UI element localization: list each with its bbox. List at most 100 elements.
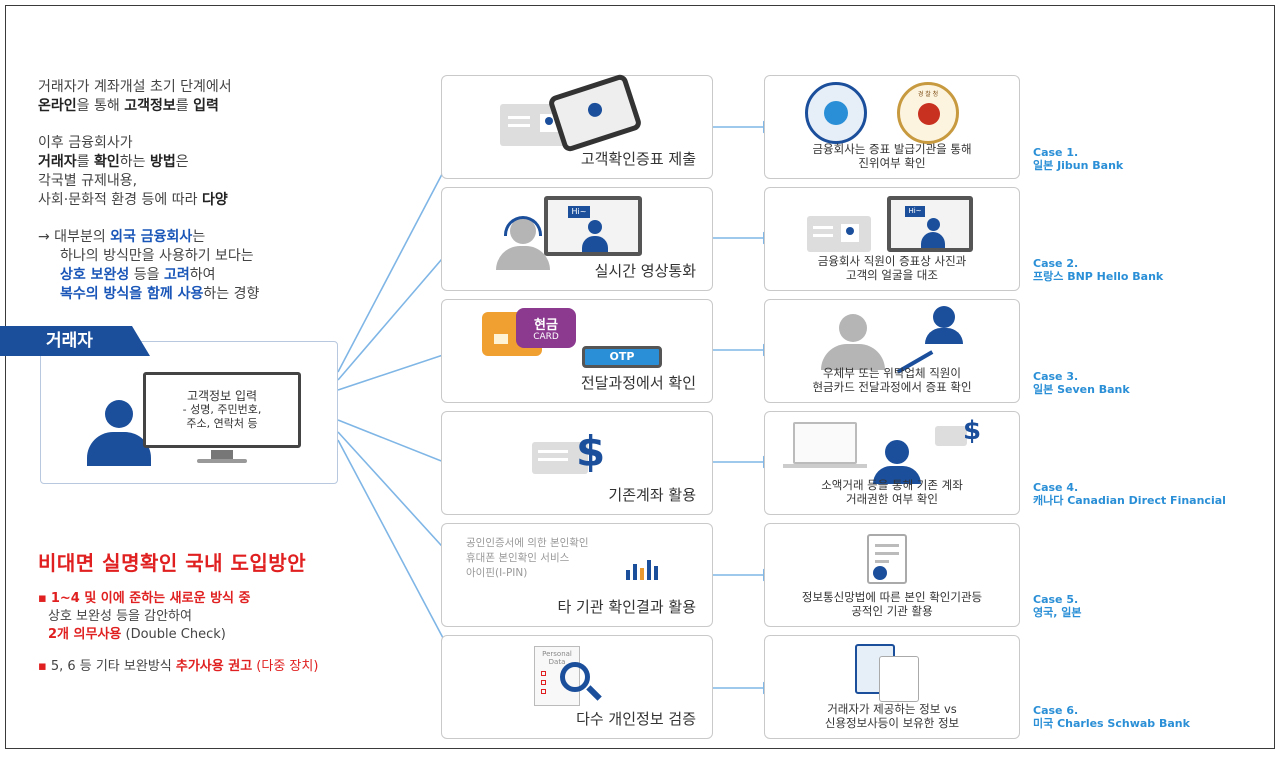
- card-label-icon: 현금 CARD: [516, 308, 576, 348]
- intro-bold: 온라인: [38, 98, 77, 114]
- institution-item: 아이핀(I-PIN): [466, 567, 528, 579]
- card-text: CARD: [533, 332, 559, 342]
- plan-list: ▪1~4 및 이에 준하는 새로운 방식 중 상호 보완성 등을 감안하여 2개…: [38, 590, 438, 690]
- method-card-other-institution: 공인인증서에 의한 본인확인 휴대폰 본인확인 서비스 아이핀(I-PIN) 타…: [441, 523, 713, 627]
- dollar-icon: $: [576, 427, 606, 476]
- intro-text-span: → 대부분의: [38, 229, 111, 245]
- monitor-line: - 성명, 주민번호,: [182, 403, 262, 416]
- case-card-3: 우체부 또는 위탁업체 직원이 현금카드 전달과정에서 증표 확인: [764, 299, 1020, 403]
- method-label: 고객확인증표 제출: [580, 150, 696, 168]
- user-icon: [885, 440, 909, 464]
- intro-text-span: 는: [192, 229, 206, 245]
- institution-item: 공인인증서에 의한 본인확인: [466, 537, 589, 549]
- laptop-icon: [793, 422, 857, 464]
- case-desc-line: 공적인 기관 활용: [851, 604, 933, 618]
- method-label: 다수 개인정보 검증: [576, 710, 696, 728]
- method-label: 실시간 영상통화: [594, 262, 696, 280]
- plan-title: 비대면 실명확인 국내 도입방안: [38, 551, 307, 575]
- card-text: 현금: [534, 318, 558, 333]
- fan-line-2: [337, 236, 462, 381]
- customer-icon: [933, 306, 955, 328]
- method-card-delivery: 현금 CARD OTP 전달과정에서 확인: [441, 299, 713, 403]
- plan-item-2: ▪5, 6 등 기타 보완방식 추가사용 권고 (다중 장치): [38, 658, 438, 676]
- intro-highlight: 외국 금융회사: [110, 229, 193, 245]
- customer-body-icon: [925, 328, 963, 344]
- case-number: Case 5.: [1033, 593, 1079, 606]
- case-desc-line: 신용정보사등이 보유한 정보: [824, 716, 960, 730]
- case-number: Case 2.: [1033, 257, 1079, 270]
- plan-line: 2개 의무사용 (Double Check): [38, 626, 438, 644]
- case-number: Case 4.: [1033, 481, 1079, 494]
- case-desc: 금융회사 직원이 증표상 사진과 고객의 얼굴을 대조: [765, 254, 1019, 282]
- case-name: 미국 Charles Schwab Bank: [1033, 717, 1190, 730]
- case-desc: 거래자가 제공하는 정보 vs 신용정보사등이 보유한 정보: [765, 702, 1019, 730]
- certificate-icon: [867, 534, 907, 584]
- intro-text-span: 은: [175, 154, 189, 170]
- intro-text-span: 사회·문화적 환경 등에 따라: [38, 192, 202, 208]
- intro-paragraph-2: 이후 금융회사가 거래자를 확인하는 방법은 각국별 규제내용, 사회·문화적 …: [38, 134, 398, 210]
- intro-text-span: 을 통해: [76, 98, 125, 114]
- operator-body-icon: [496, 246, 550, 270]
- fan-line-6: [337, 439, 461, 672]
- case-card-5: 정보통신망법에 따른 본인 확인기관등 공적인 기관 활용: [764, 523, 1020, 627]
- intro-text-span: 하는 경향: [203, 286, 260, 302]
- trader-tab: 거래자: [0, 326, 150, 356]
- plan-text-span: 5, 6 등 기타 보완방식: [50, 659, 176, 674]
- intro-text-span: 하는: [119, 154, 150, 170]
- document-icon: Personal Data: [534, 646, 580, 706]
- case-label-3: Case 3.일본 Seven Bank: [1033, 370, 1130, 396]
- doc-title: Personal Data: [535, 650, 579, 666]
- intro-paragraph-3: → 대부분의 외국 금융회사는 하나의 방식만을 사용하기 보다는 상호 보완성…: [38, 228, 398, 304]
- courier-body-icon: [821, 344, 885, 370]
- method-label: 타 기관 확인결과 활용: [557, 598, 696, 616]
- case-desc: 금융회사는 증표 발급기관을 통해 진위여부 확인: [765, 142, 1019, 170]
- laptop-base: [783, 464, 867, 468]
- intro-paragraph-1: 거래자가 계좌개설 초기 단계에서 온라인을 통해 고객정보를 입력: [38, 78, 398, 116]
- plan-highlight: 1~4 및 이에 준하는 새로운 방식 중: [50, 591, 251, 606]
- plan-text-span: (다중 장치): [252, 659, 319, 674]
- seal-text: 경 찰 청: [917, 91, 939, 98]
- bar-chart-icon: [626, 558, 666, 580]
- government-seal-icon: [805, 82, 867, 144]
- intro-bold: 방법: [149, 154, 176, 170]
- account-card-icon: [532, 442, 588, 474]
- case-desc: 정보통신망법에 따른 본인 확인기관등 공적인 기관 활용: [765, 590, 1019, 618]
- case-card-1: 경 찰 청 금융회사는 증표 발급기관을 통해 진위여부 확인: [764, 75, 1020, 179]
- case-desc: 소액거래 등을 통해 기존 계좌 거래권한 여부 확인: [765, 478, 1019, 506]
- method-label: 전달과정에서 확인: [580, 374, 696, 392]
- case-desc-line: 고객의 얼굴을 대조: [846, 268, 938, 282]
- intro-highlight: 고려: [163, 267, 190, 283]
- intro-text-span: 를: [76, 154, 94, 170]
- monitor-text: 고객정보 입력 - 성명, 주민번호, 주소, 연락처 등: [146, 389, 298, 431]
- case-name: 캐나다 Canadian Direct Financial: [1033, 494, 1226, 507]
- fan-line-1: [337, 138, 461, 373]
- hi-bubble: Hi~: [905, 206, 925, 217]
- intro-bold: 고객정보: [124, 98, 176, 114]
- doc-line: Personal: [542, 650, 572, 658]
- screen-icon: Hi~: [544, 196, 642, 256]
- hi-bubble: Hi~: [568, 206, 590, 218]
- magnifier-icon: [560, 662, 590, 692]
- monitor-base: [197, 459, 247, 463]
- method-card-existing-account: $ 기존계좌 활용: [441, 411, 713, 515]
- intro-bold: 입력: [193, 98, 219, 114]
- bullet: ▪: [38, 591, 47, 606]
- case-label-1: Case 1.일본 Jibun Bank: [1033, 146, 1123, 172]
- intro-highlight: 상호 보완성: [60, 267, 130, 283]
- intro-line: 하나의 방식만을 사용하기 보다는: [60, 248, 254, 264]
- case-name: 영국, 일본: [1033, 606, 1082, 619]
- plan-item-1: ▪1~4 및 이에 준하는 새로운 방식 중 상호 보완성 등을 감안하여 2개…: [38, 590, 438, 644]
- intro-highlight: 복수의 방식을 함께 사용: [60, 286, 204, 302]
- case-label-5: Case 5.영국, 일본: [1033, 593, 1082, 619]
- intro-text-span: 하여: [189, 267, 216, 283]
- institution-item: 휴대폰 본인확인 서비스: [466, 552, 570, 564]
- plan-line: 상호 보완성 등을 감안하여: [48, 609, 192, 624]
- intro-text-span: 등을: [129, 267, 164, 283]
- intro-indent-line: 복수의 방식을 함께 사용하는 경향: [38, 285, 398, 304]
- case-desc-line: 진위여부 확인: [858, 156, 926, 170]
- person-body-icon: [87, 432, 151, 466]
- case-card-2: Hi~ 금융회사 직원이 증표상 사진과 고객의 얼굴을 대조: [764, 187, 1020, 291]
- case-desc-line: 거래자가 제공하는 정보 vs: [827, 702, 957, 716]
- case-name: 일본 Jibun Bank: [1033, 159, 1124, 172]
- intro-bold: 확인: [93, 154, 120, 170]
